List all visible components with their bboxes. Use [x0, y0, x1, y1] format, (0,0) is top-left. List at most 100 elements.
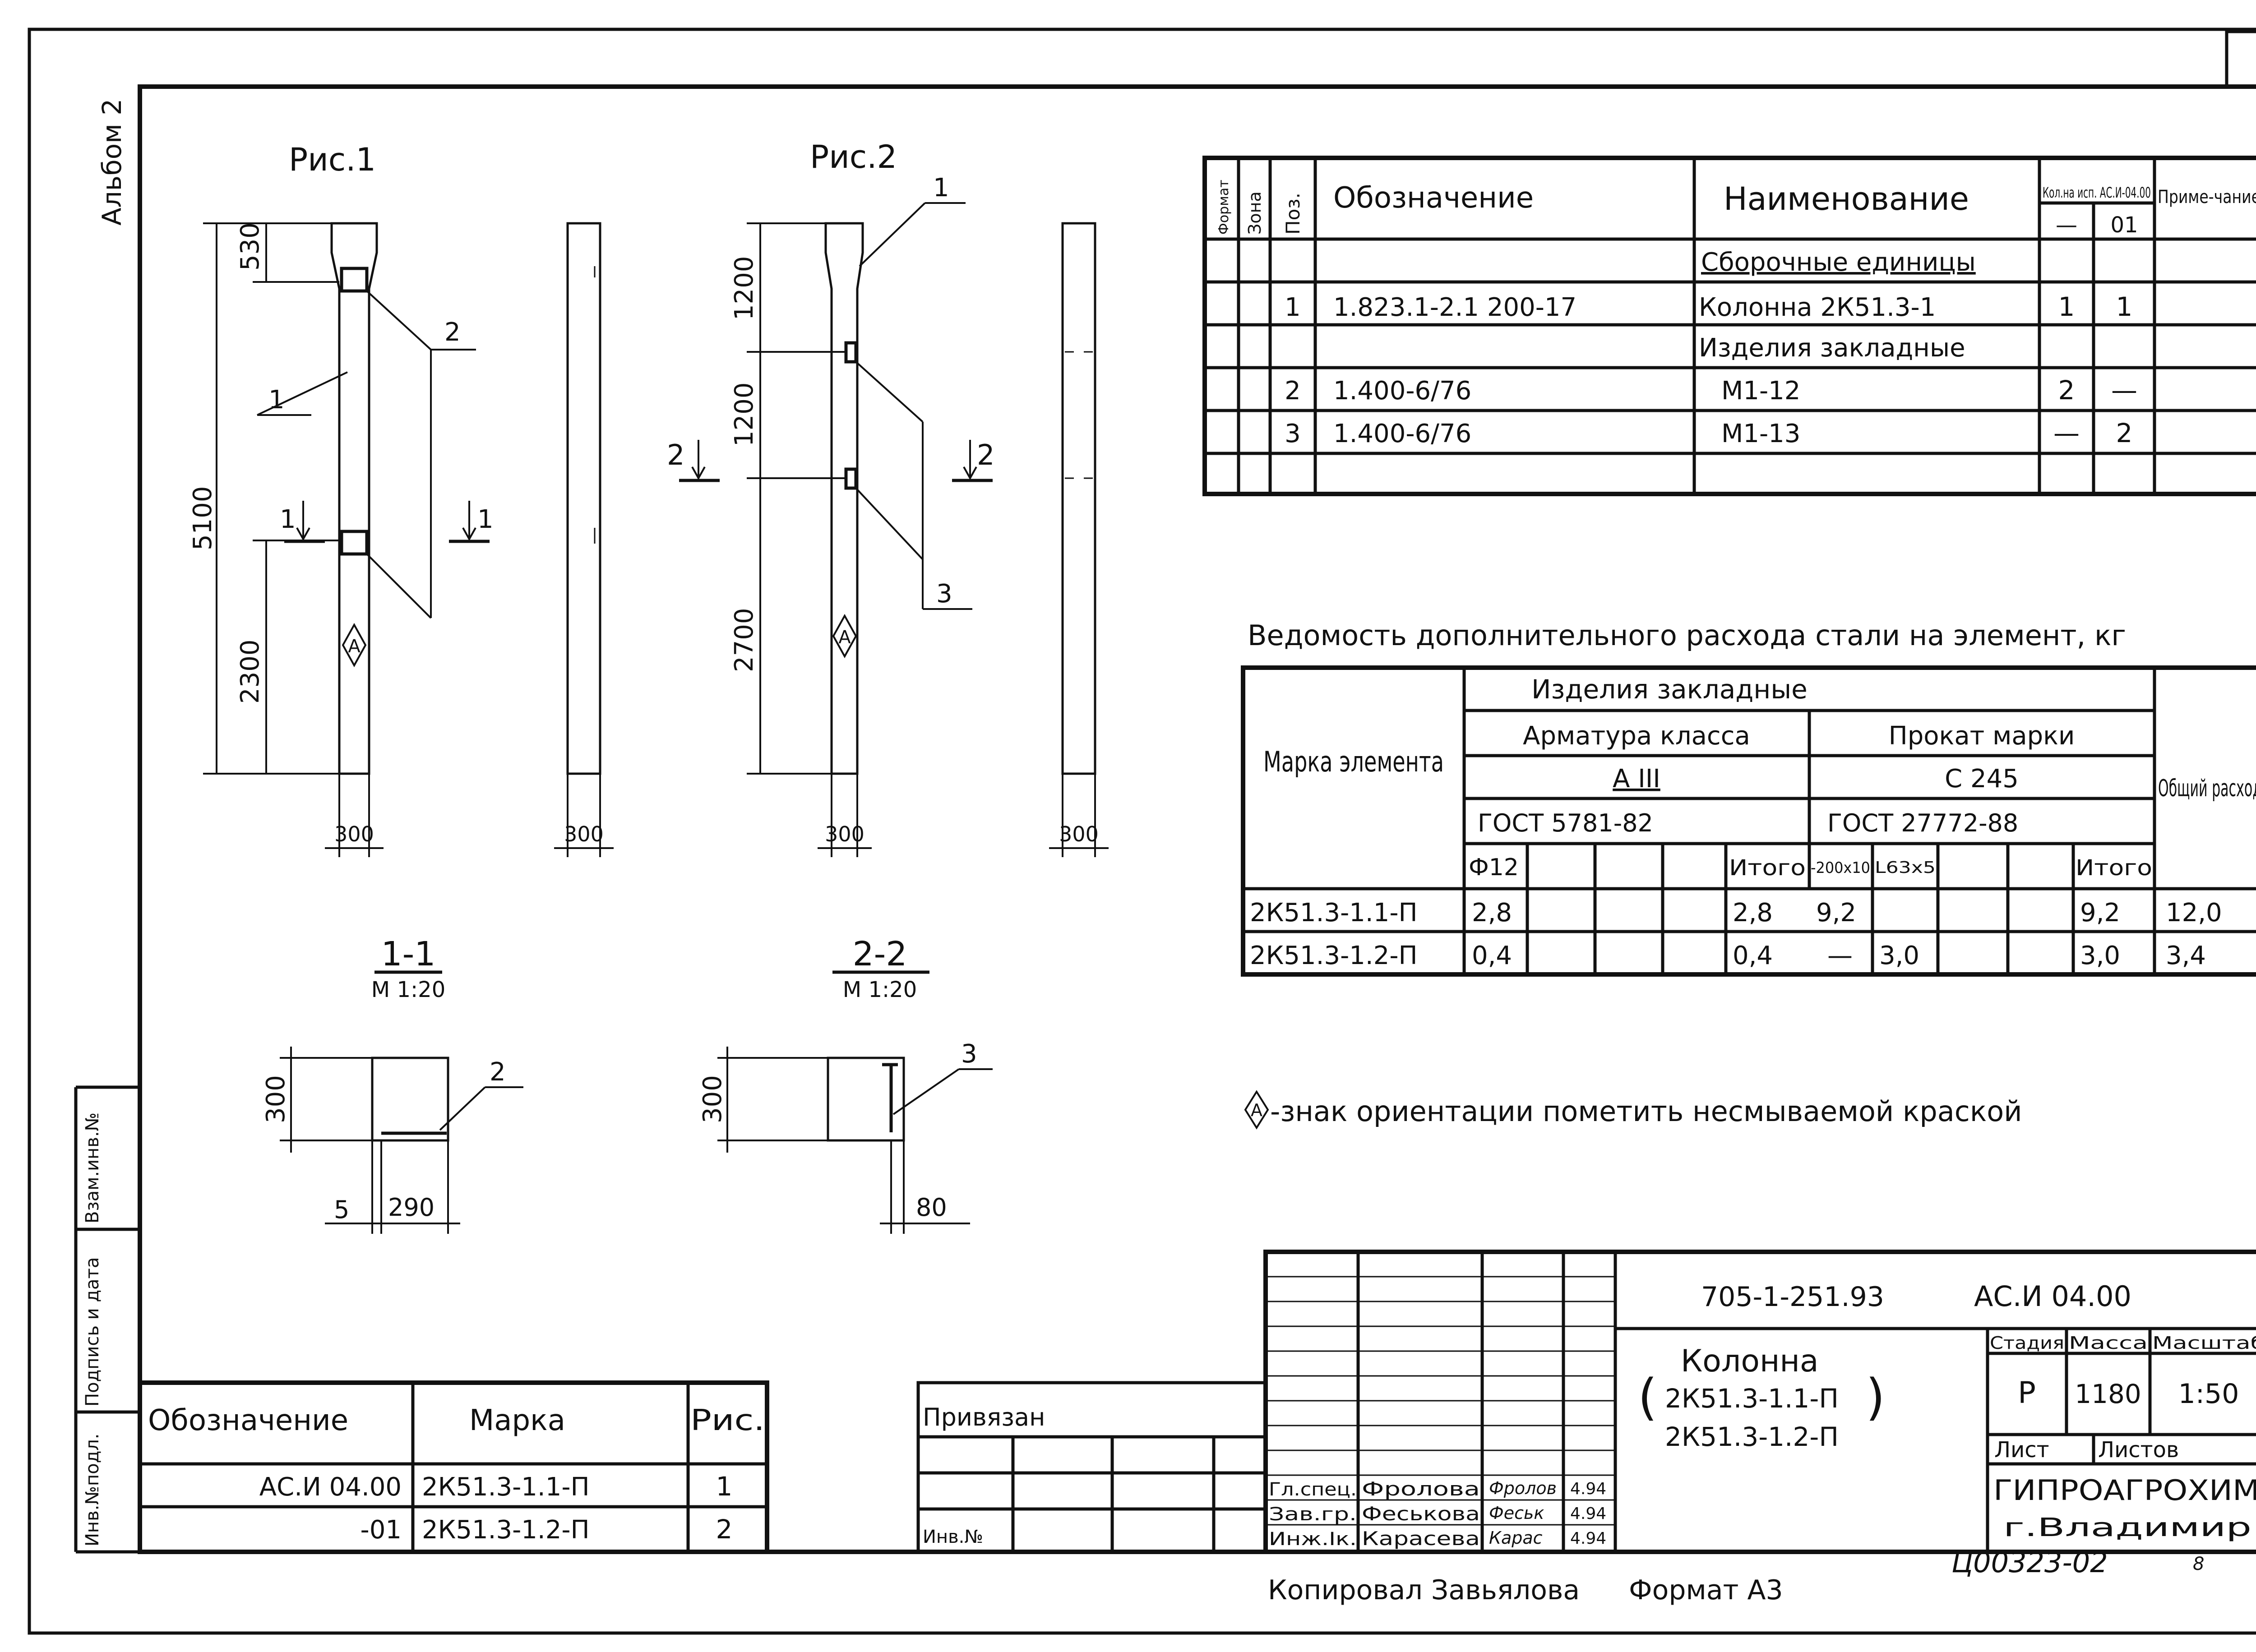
section1-outline — [371, 1057, 449, 1142]
corner-mark: 8 — [2193, 1554, 2204, 1574]
sig-role-3: Инж.Iк. — [1269, 1529, 1357, 1550]
spec-row-2-q1: 1 — [2058, 291, 2075, 322]
marks-row-2-fig: 2 — [716, 1514, 733, 1545]
section2-dim-300: 300 — [698, 1075, 727, 1123]
steel-table-title: Ведомость дополнительного расхода стали … — [1248, 619, 2126, 652]
sig-name-2: Феськова — [1362, 1503, 1480, 1525]
marks-row-1-mark: 2К51.3-1.1-П — [422, 1472, 590, 1502]
title-block: Гл.спец. Фролова Фролов 4.94 Зав.гр. Фес… — [1263, 1250, 2256, 1554]
spec-row-4-name: М1-12 — [1721, 376, 1800, 406]
title-scale-label: Масштаб — [2152, 1333, 2256, 1353]
section1-scale: М 1:20 — [371, 977, 445, 1002]
steel-row-1-total-a: 2,8 — [1733, 898, 1773, 928]
spec-row-2-q2: 1 — [2116, 291, 2133, 322]
marks-header-designation: Обозначение — [148, 1404, 348, 1437]
steel-row-1-total: 12,0 — [2166, 898, 2222, 928]
title-mark-1: 2К51.3-1.1-П — [1665, 1383, 1839, 1414]
fig1-dim-300-front: 300 — [334, 822, 374, 846]
section1-title: 1-1 — [381, 935, 436, 974]
sig-role-1: Гл.спец. — [1269, 1479, 1357, 1500]
binding-inv: Инв.№ — [923, 1527, 983, 1547]
sheet-number-box — [2225, 30, 2256, 88]
steel-rebar-class: А III — [1613, 764, 1660, 794]
fig2-dim-2700: 2700 — [730, 608, 759, 672]
fig1-callout-2: 2 — [444, 318, 461, 347]
fig2-column-front — [824, 222, 864, 775]
steel-header-total: Общий расход — [2158, 775, 2256, 802]
sig-date-2: 4.94 — [1570, 1504, 1606, 1523]
steel-header-embedded: Изделия закладные — [1531, 674, 1808, 705]
marks-row-2-mark: 2К51.3-1.2-П — [422, 1515, 590, 1545]
fig2-title: Рис.2 — [810, 138, 897, 175]
spec-subheader-base: — — [2056, 212, 2077, 238]
spec-row-5-designation: 1.400-6/76 — [1333, 419, 1471, 448]
title-bracket-left: ( — [1638, 1368, 1657, 1426]
sig-sign-2: Феськ — [1489, 1503, 1544, 1523]
spec-row-5-q2: 2 — [2116, 418, 2133, 448]
steel-row-2-total: 3,4 — [2166, 941, 2206, 970]
spec-row-5-name: М1-13 — [1721, 419, 1800, 448]
steel-col-plate: -200х10 — [1811, 859, 1870, 877]
steel-header-rebar: Арматура класса — [1523, 721, 1750, 751]
sheet-number: 7 — [2255, 44, 2256, 86]
fig1-title: Рис.1 — [289, 141, 376, 178]
fig1-dim-2300: 2300 — [236, 639, 265, 704]
binding-attached: Привязан — [923, 1403, 1045, 1431]
spec-header-pos: Поз. — [1282, 193, 1304, 235]
figure-1: Рис.1 А 530 5100 2300 300 300 — [188, 141, 614, 857]
title-org: ГИПРОАГРОХИМ — [1993, 1474, 2256, 1507]
sig-sign-3: Карас — [1489, 1528, 1543, 1548]
steel-row-1-total-b: 9,2 — [2080, 898, 2120, 928]
fig2-callout-3: 3 — [936, 579, 952, 609]
fig2-dim-300-front: 300 — [825, 822, 864, 846]
spec-header-designation: Обозначение — [1333, 181, 1534, 215]
title-sheet-label: Лист — [1994, 1437, 2049, 1463]
fig2-orientation-mark — [832, 614, 857, 659]
fig1-orientation-mark — [342, 623, 367, 668]
steel-col-angle: L63х5 — [1875, 858, 1936, 877]
spec-row-4-pos: 2 — [1285, 376, 1301, 406]
outer-border — [28, 28, 2256, 1635]
steel-row-2-angle: 3,0 — [1879, 941, 1919, 970]
figure-2: Рис.2 А 1200 1200 2700 300 300 1 — [667, 138, 1109, 857]
spec-row-5-q1: — — [2053, 418, 2080, 448]
sig-role-2: Зав.гр. — [1269, 1504, 1357, 1525]
marks-row-2-designation: -01 — [361, 1515, 402, 1545]
spec-header-note: Приме-чание — [2158, 187, 2256, 208]
title-mark-2: 2К51.3-1.2-П — [1665, 1421, 1839, 1452]
title-mass-label: Масса — [2069, 1333, 2148, 1353]
steel-header-rolled: Прокат марки — [1889, 721, 2075, 751]
marks-header-fig: Рис. — [690, 1404, 765, 1437]
spec-row-2-name: Колонна 2К51.3-1 — [1699, 293, 1936, 322]
title-doc: АС.И 04.00 — [1974, 1280, 2131, 1313]
spec-header-qty: Кол.на исп. АС.И-04.00 — [2043, 184, 2151, 201]
strip-replace-inv: Взам.инв.№ — [82, 1112, 103, 1223]
section1-dim-300: 300 — [261, 1075, 291, 1123]
title-name: Колонна — [1681, 1343, 1819, 1379]
sig-sign-1: Фролов — [1489, 1478, 1557, 1498]
fig1-embedded-part-bottom — [340, 530, 369, 556]
section1-dim-290: 290 — [388, 1193, 435, 1222]
steel-row-2-mark: 2К51.3-1.2-П — [1250, 941, 1418, 970]
note-text: -знак ориентации пометить несмываемой кр… — [1270, 1095, 2022, 1128]
marks-table: Обозначение Марка Рис. АС.И 04.00 2К51.3… — [138, 1380, 769, 1554]
marks-row-1-designation: АС.И 04.00 — [259, 1472, 402, 1502]
steel-row-1-plate: 9,2 — [1816, 898, 1856, 928]
steel-table: Марка элемента Изделия закладные Арматур… — [1241, 665, 2256, 977]
title-mass: 1180 — [2075, 1379, 2141, 1409]
spec-header-name: Наименование — [1724, 180, 1969, 217]
orientation-note: А -знак ориентации пометить несмываемой … — [1244, 1090, 2022, 1130]
archive-number: Ц00323-02 — [1951, 1546, 2108, 1579]
fig1-dim-5100: 5100 — [188, 486, 217, 550]
section-2-2: 2-2 М 1:20 300 80 3 — [698, 935, 993, 1234]
fig2-callout-1: 1 — [933, 173, 949, 203]
sig-date-3: 4.94 — [1570, 1529, 1606, 1548]
fig1-orientation-letter: А — [348, 636, 361, 657]
section2-dim-80: 80 — [916, 1193, 947, 1222]
spec-row-4-q2: — — [2111, 375, 2137, 406]
steel-row-2-f12: 0,4 — [1472, 941, 1512, 970]
title-stage-label: Стадия — [1990, 1333, 2064, 1353]
footer-copied: Копировал Завьялова — [1268, 1574, 1580, 1606]
section1-callout-2: 2 — [490, 1057, 506, 1087]
